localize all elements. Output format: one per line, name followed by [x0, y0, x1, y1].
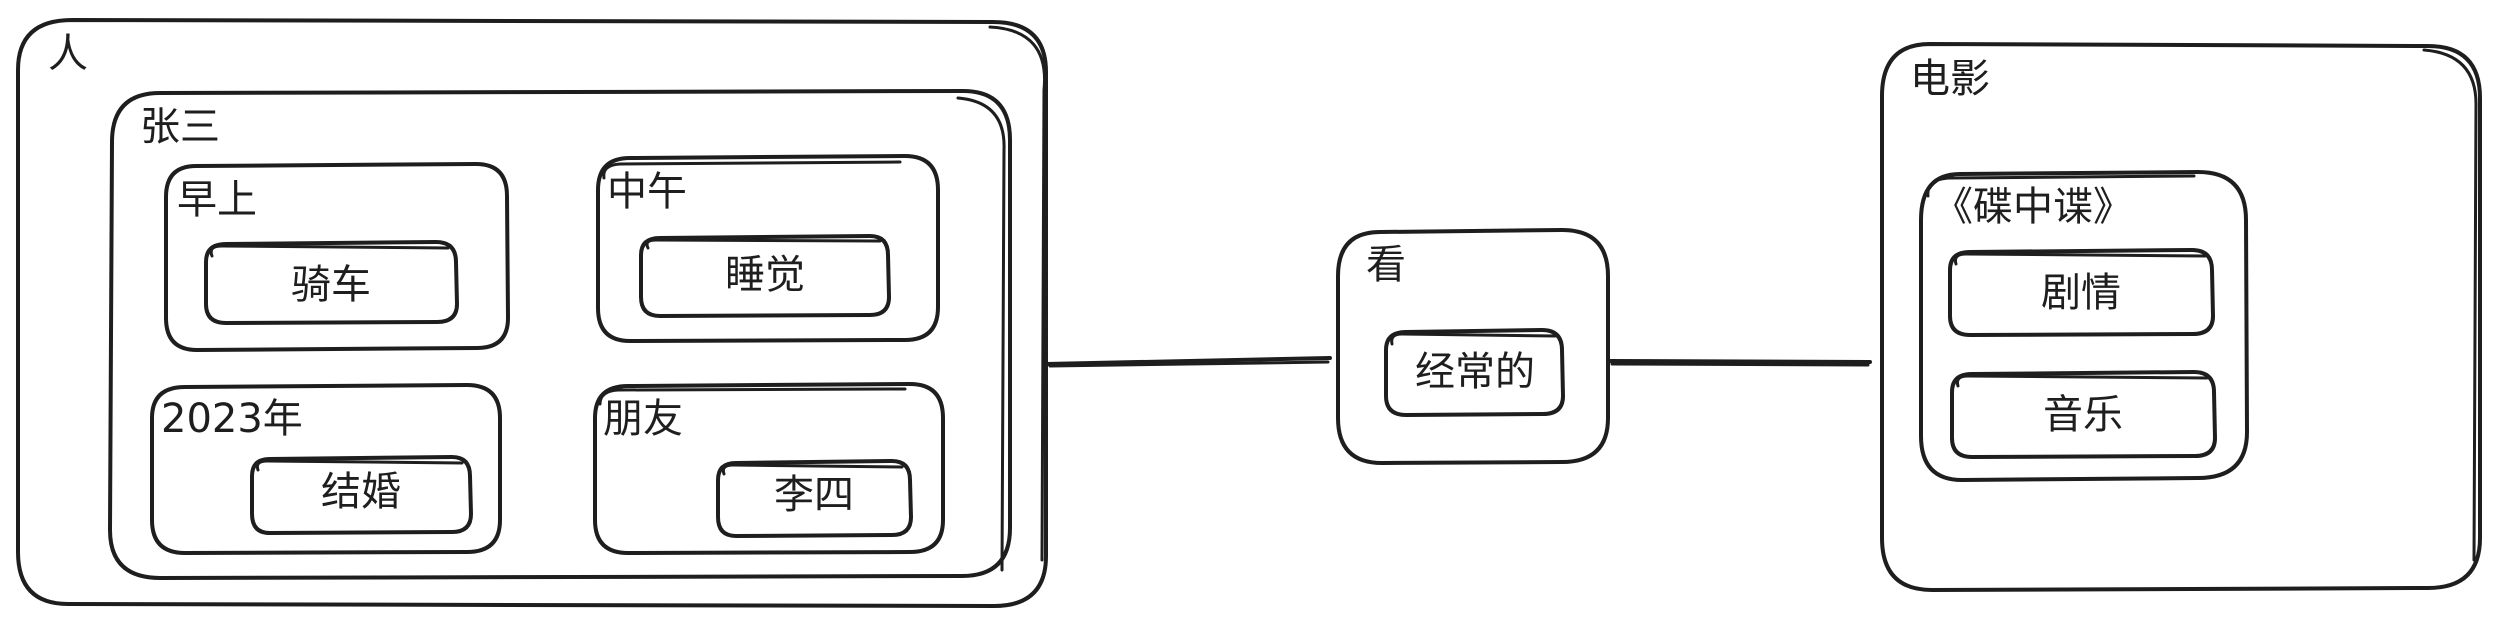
- sleep-box: [639, 234, 891, 318]
- plot-box: [1948, 248, 2215, 337]
- relation-box: [1336, 228, 1610, 465]
- often-label: 经常的: [1415, 349, 1535, 395]
- cycling-box-sketch: [209, 244, 450, 258]
- person-box-sketch: [988, 25, 1047, 562]
- connector-relation-movie: [1608, 359, 1872, 364]
- person-box: [16, 18, 1048, 608]
- plot-label: 剧情: [2041, 270, 2121, 316]
- often-box-sketch: [1390, 332, 1557, 346]
- often-box: [1384, 328, 1565, 417]
- cycling-label: 骑车: [291, 262, 371, 308]
- year-box: [150, 383, 502, 555]
- friend-label: 朋友: [603, 396, 683, 442]
- morning-box: [164, 162, 510, 352]
- friend-box: [593, 382, 945, 555]
- movie-label: 电影: [1910, 56, 1990, 102]
- zhangsan-box-sketch: [956, 96, 1006, 572]
- lisi-label: 李四: [774, 472, 854, 518]
- zhangsan-box: [108, 89, 1012, 580]
- mission-impossible-box-sketch: [1926, 174, 2196, 198]
- morning-label: 早上: [177, 177, 257, 223]
- cycling-box: [204, 240, 459, 325]
- friend-box-sketch: [598, 387, 907, 406]
- mission-impossible-box: [1919, 170, 2249, 482]
- morning-group: 早上 骑车: [164, 162, 510, 352]
- music-box: [1950, 370, 2217, 459]
- relation-group: 看 经常的: [1336, 228, 1610, 465]
- friend-group: 朋友 李四: [593, 382, 945, 555]
- connector-person-relation-sketch: [1048, 360, 1330, 368]
- zhangsan-label: 张三: [140, 104, 220, 150]
- person-group: 人 张三 早上 骑车 中午 睡觉: [16, 18, 1048, 608]
- music-box-sketch: [1956, 374, 2209, 388]
- connector-person-relation: [1044, 356, 1332, 366]
- plot-box-sketch: [1954, 252, 2207, 266]
- noon-box-sketch: [602, 160, 902, 180]
- relation-label: 看: [1366, 242, 1406, 288]
- marriage-box: [250, 455, 473, 535]
- noon-group: 中午 睡觉: [596, 154, 940, 343]
- year-label: 2023年: [161, 396, 303, 442]
- movie-box-sketch: [2422, 48, 2478, 562]
- lisi-box-sketch: [721, 463, 904, 476]
- sleep-label: 睡觉: [725, 252, 805, 298]
- mission-impossible-group: 《碟中谍》 剧情 音乐: [1919, 170, 2249, 482]
- noon-box: [596, 154, 940, 343]
- zhangsan-group: 张三 早上 骑车 中午 睡觉 2023年: [108, 89, 1012, 580]
- marriage-box-sketch: [255, 459, 464, 472]
- sleep-box-sketch: [645, 238, 882, 250]
- mission-impossible-label: 《碟中谍》: [1933, 184, 2133, 230]
- noon-label: 中午: [607, 169, 687, 215]
- movie-box: [1880, 42, 2482, 592]
- person-label: 人: [48, 31, 88, 77]
- movie-group: 电影 《碟中谍》 剧情 音乐: [1880, 42, 2482, 592]
- music-label: 音乐: [2043, 392, 2123, 438]
- connector-relation-movie-sketch: [1610, 362, 1870, 367]
- marriage-label: 结婚: [321, 469, 401, 515]
- year-group: 2023年 结婚: [150, 383, 502, 555]
- lisi-box: [716, 459, 913, 538]
